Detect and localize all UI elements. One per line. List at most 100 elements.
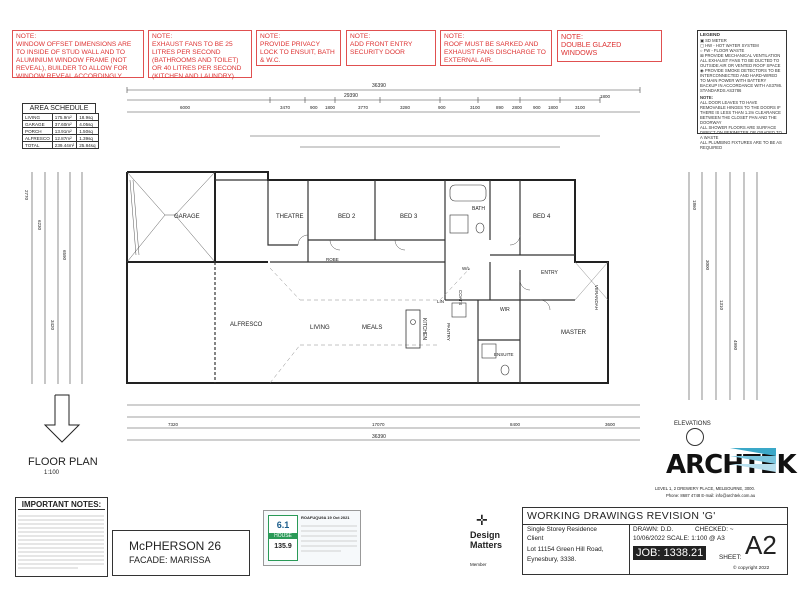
dimension-right-0: 1860 (692, 200, 697, 211)
dimension-left-0: 2770 (24, 190, 29, 201)
note-text: Roof must be sarked and exhaust fans dis… (444, 41, 546, 64)
project-facade: FACADE: MARISSA (129, 555, 211, 565)
floor-plan-title: FLOOR PLAN (28, 456, 98, 468)
bathtub-icon (449, 184, 487, 202)
note-roof-sarked: NOTE: Roof must be sarked and exhaust fa… (440, 30, 552, 66)
dimension-top-13: 1800 (600, 94, 611, 99)
dimension-right-2: 1310 (719, 300, 724, 311)
drawing-desc1: Single Storey Residence (527, 526, 597, 533)
copyright: © copyright 2022 (733, 566, 770, 571)
toilet-icon (475, 222, 485, 234)
room-label-entry: ENTRY (541, 270, 558, 276)
dimension-overall-bottom: 36390 (372, 434, 386, 440)
dimension-top-1: 3470 (280, 105, 291, 110)
important-notes-title: IMPORTANT NOTES: (18, 500, 105, 510)
legend-box: LEGEND ▣ SD METER ▢ HW - HOT WATER SYSTE… (697, 30, 787, 150)
dimension-bottom-2: 8400 (510, 422, 521, 427)
room-label-living: LIVING (310, 325, 330, 331)
legend-note-title: NOTE: (700, 95, 714, 100)
dimension-bottom-1: 17070 (372, 422, 385, 427)
sheet-number: A2 (745, 530, 777, 560)
room-label-kitchen: KITCHEN (421, 318, 427, 340)
archtek-logo: ARCHTEK (666, 446, 797, 486)
dimension-top-7: 3100 (470, 105, 481, 110)
fine-print-lines (18, 515, 104, 569)
note-label: NOTE: (444, 33, 465, 40)
note-security-door: NOTE: Add front entry security door (346, 30, 436, 66)
dimension-right-1: 3000 (705, 260, 710, 271)
shower-icon (449, 214, 469, 234)
energy-house-label: HOUSE (269, 533, 297, 539)
note-label: NOTE: (561, 32, 583, 41)
legend-title: LEGEND (700, 33, 720, 38)
legend-note: ALL PLUMBING FIXTURES ARE TO BE AS REQUI… (700, 140, 782, 150)
dimension-top-9: 2800 (512, 105, 523, 110)
note-text: Window offset dimensions are to inside o… (16, 41, 132, 80)
exhaust-fan-icon: ⊠ (700, 53, 705, 58)
area-schedule-title: AREA SCHEDULE (22, 103, 96, 113)
meter-icon: ▣ (700, 38, 706, 43)
dimension-top-4: 3770 (358, 105, 369, 110)
dimension-left-1: 6230 (37, 220, 42, 231)
note-label: NOTE: (350, 33, 371, 40)
room-label-wl: W/L (462, 266, 471, 271)
note-label: NOTE: (16, 33, 37, 40)
note-window-offset: NOTE: Window offset dimensions are to in… (12, 30, 144, 80)
note-double-glazed: NOTE: Double glazed windows (557, 30, 662, 62)
sheet-label: SHEET: (719, 554, 742, 561)
room-label-master: MASTER (561, 330, 587, 336)
archtek-address: LEVEL 1, 2 DREWERY PLACE, MELBOURNE, 300… (655, 486, 755, 491)
dimension-left-3: 6590 (62, 250, 67, 261)
dimension-top-11: 1800 (548, 105, 559, 110)
certificate-header: ROAFUQU9A 19 Oct 2021 (301, 515, 350, 520)
room-label-wir: WIR (500, 307, 510, 313)
legend-note: ALL SHOWER FLOORS ARE SURFACE DIRECT ON … (700, 125, 782, 140)
room-label-bed2: BED 2 (338, 214, 356, 220)
note-text: Provide privacy lock to ensuit, bath & w… (260, 41, 335, 64)
dimension-top-2: 900 (310, 105, 318, 110)
energy-stars: 6.1 (276, 520, 290, 530)
elevations-label: ELEVATIONS (674, 421, 711, 427)
energy-rating-certificate: 6.1 HOUSE 135.9 ROAFUQU9A 19 Oct 2021 (263, 510, 361, 566)
external-wall (126, 171, 609, 384)
room-label-meals: MEALS (362, 325, 383, 331)
room-label-bed3: BED 3 (400, 214, 418, 220)
dimension-top-5: 3280 (400, 105, 411, 110)
legend-item: ◉ PROVIDE SMOKE DETECTORS TO BE INTERCON… (700, 68, 783, 93)
floor-plan-scale: 1:100 (44, 470, 60, 476)
room-label-alfresco: ALFRESCO (230, 322, 263, 328)
legend-item: ⊠ PROVIDE MECHANICAL VENTILATION ALL EXH… (700, 53, 781, 68)
note-exhaust-fans: NOTE: Exhaust fans to be 25 litres per s… (148, 30, 252, 80)
dimension-right-3: 4990 (733, 340, 738, 351)
legend-item: ▢ HW - HOT WATER SYSTEM (700, 43, 759, 48)
project-name: McPHERSON 26 (129, 539, 222, 553)
dimension-bottom-0: 7320 (168, 422, 179, 427)
archtek-contact: Phone: 8687 4748 E-mail: info@archtek.co… (666, 493, 756, 498)
drawing-address2: Eynesbury, 3338. (527, 556, 577, 563)
energy-number: 135.9 (274, 543, 292, 550)
elevation-marker-icon (686, 428, 704, 446)
title-vertical-divider (629, 524, 630, 574)
dimension-top-12: 3100 (575, 105, 586, 110)
design-matters-icon: ✛ (476, 512, 488, 528)
dimension-top-0: 6000 (180, 105, 191, 110)
dimension-sub-top: 29390 (344, 93, 358, 99)
note-text: Double glazed windows (561, 40, 622, 57)
stove-icon (451, 302, 467, 318)
drawing-status: WORKING DRAWINGS REVISION 'G' (527, 510, 716, 522)
drawing-address1: Lot 11154 Green Hill Road, (527, 546, 604, 553)
smoke-detector-icon: ◉ (700, 68, 705, 73)
certificate-lines (301, 525, 357, 552)
legend-item: ○ FW - FLOOR WASTE (700, 48, 745, 53)
dimension-overall-top: 36390 (372, 83, 386, 89)
room-label-bed4: BED 4 (533, 214, 551, 220)
ensuite-shower-icon (481, 343, 497, 359)
drawing-desc2: Client (527, 535, 544, 542)
design-matters-line1: Design (470, 530, 501, 540)
dimension-bottom-3: 3600 (605, 422, 616, 427)
sink-icon (410, 319, 416, 325)
